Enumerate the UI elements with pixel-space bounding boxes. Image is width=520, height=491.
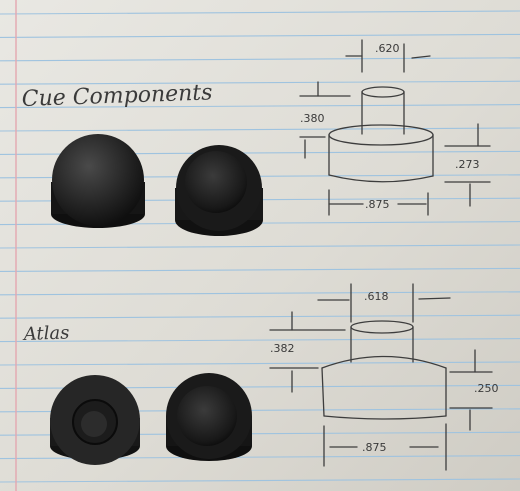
ruled-line xyxy=(0,291,520,296)
base-diameter-label-top: .875 xyxy=(365,198,390,211)
ruled-line xyxy=(0,33,520,38)
top-height-label-top: .380 xyxy=(300,112,325,125)
section-label-bottom: Atlas xyxy=(21,322,69,345)
base-height-label-top: .273 xyxy=(455,158,480,171)
ruled-line xyxy=(0,361,520,366)
ruled-line xyxy=(0,314,520,319)
bumper-atlas-stepped xyxy=(166,373,252,461)
bumper-cue-stepped xyxy=(175,145,263,236)
ruled-line xyxy=(0,127,520,132)
ruled-line xyxy=(0,478,520,483)
ruled-line xyxy=(0,104,520,109)
ruled-line xyxy=(0,57,520,62)
ruled-line xyxy=(0,244,520,249)
top-height-label-bottom: .382 xyxy=(270,342,295,355)
diagram-cue xyxy=(299,39,491,216)
top-diameter-label-top: .620 xyxy=(375,42,400,55)
base-height-label-bottom: .250 xyxy=(474,382,499,395)
top-diameter-label-bottom: .618 xyxy=(364,290,389,303)
ruled-line xyxy=(0,267,520,272)
ruled-line xyxy=(0,10,520,15)
ruled-lines xyxy=(0,10,520,483)
base-diameter-label-bottom: .875 xyxy=(362,441,387,454)
bumper-atlas-ring xyxy=(50,375,140,465)
section-label-top: Cue Components xyxy=(21,80,213,112)
diagram-atlas xyxy=(269,283,493,471)
ruled-line xyxy=(0,80,520,85)
bumper-cue-flat xyxy=(51,134,145,228)
ruled-line xyxy=(0,338,520,343)
